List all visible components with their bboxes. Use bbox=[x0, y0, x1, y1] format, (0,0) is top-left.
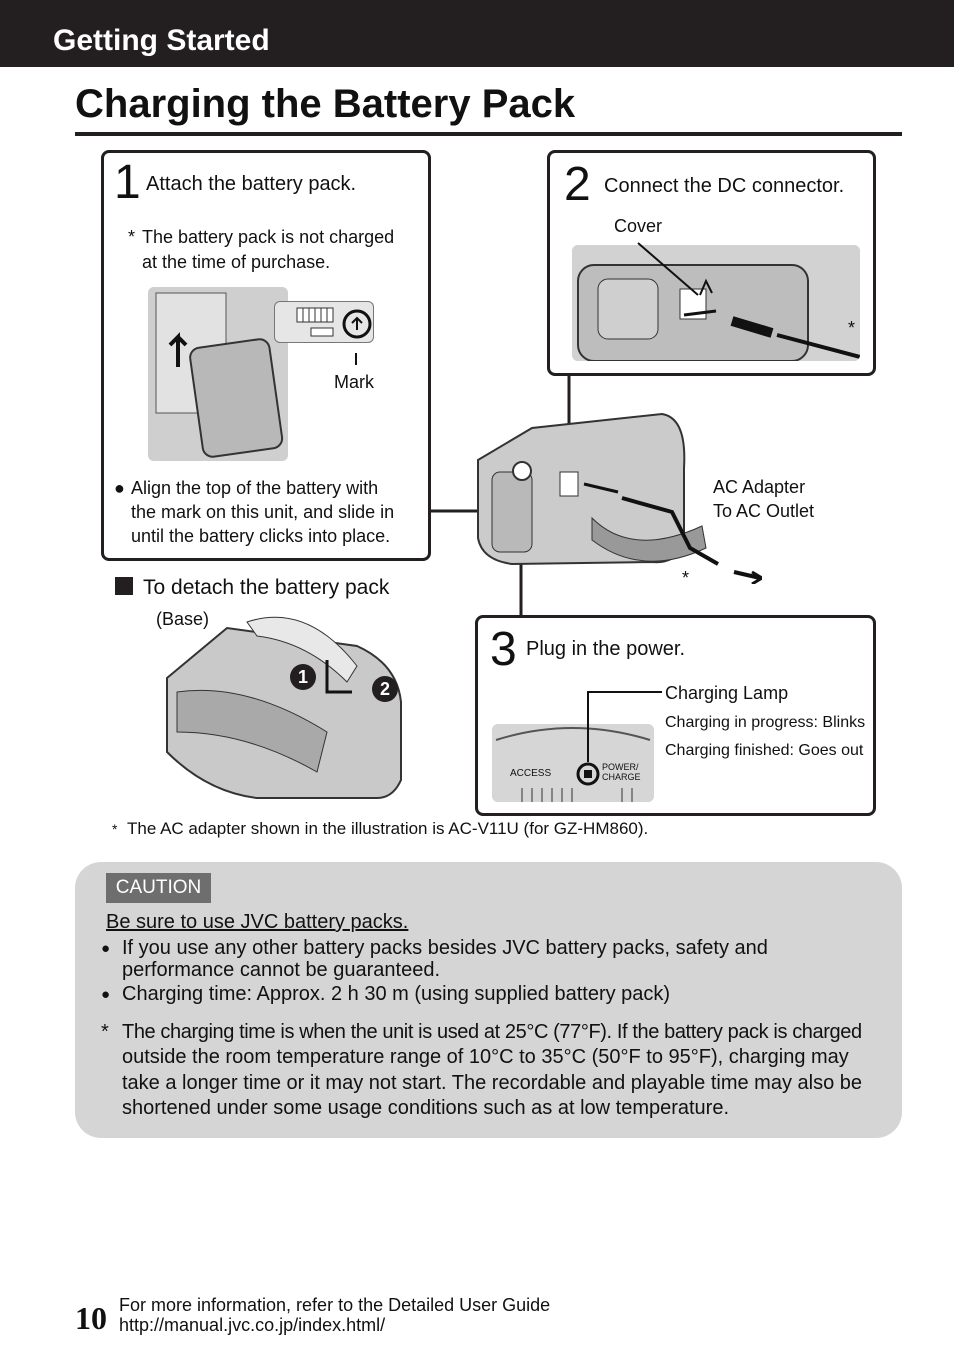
detach-heading: To detach the battery pack bbox=[143, 576, 390, 599]
footnote-star: * bbox=[112, 821, 118, 837]
step1-instruction-2: the mark on this unit, and slide in bbox=[131, 502, 395, 522]
caution-note-line4: shortened under some usage conditions su… bbox=[122, 1097, 730, 1119]
cover-leader-line bbox=[637, 242, 699, 296]
caution-note-line3: take a longer time or it may not start. … bbox=[122, 1072, 863, 1094]
caution-note-line2: outside the room temperature range of 10… bbox=[122, 1046, 849, 1068]
charging-lamp-illustration: ACCESS POWER/ CHARGE bbox=[492, 724, 654, 802]
mark-label: Mark bbox=[334, 372, 374, 392]
detach-illustration: 1 2 bbox=[147, 612, 407, 807]
step1-note-line1: The battery pack is not charged bbox=[142, 227, 395, 247]
caution-tag: CAUTION bbox=[106, 873, 211, 903]
detach-square-icon bbox=[115, 577, 133, 595]
battery-mark-closeup bbox=[274, 301, 374, 343]
caution-item1-line2: performance cannot be guaranteed. bbox=[122, 959, 440, 981]
step2-number: 2 bbox=[564, 158, 591, 211]
caution-item1-line1: If you use any other battery packs besid… bbox=[122, 937, 768, 959]
bullet-icon: ● bbox=[114, 478, 125, 498]
lamp-leader-line bbox=[587, 691, 662, 762]
ac-outlet-label: To AC Outlet bbox=[713, 501, 815, 521]
page-title: Charging the Battery Pack bbox=[75, 82, 576, 126]
power-charge-label: POWER/ CHARGE bbox=[602, 762, 641, 782]
caution-bullet-1: ● bbox=[101, 940, 111, 957]
step1-label: Attach the battery pack. bbox=[146, 173, 357, 195]
caution-heading: Be sure to use JVC battery packs. bbox=[106, 911, 409, 933]
access-label: ACCESS bbox=[510, 768, 552, 779]
footer-reference: For more information, refer to the Detai… bbox=[119, 1295, 550, 1335]
caution-note-line1: The charging time is when the unit is us… bbox=[122, 1021, 862, 1043]
step3-number: 3 bbox=[490, 623, 517, 676]
step1-box: 1 Attach the battery pack. * The battery… bbox=[101, 150, 431, 561]
cover-label: Cover bbox=[614, 216, 663, 236]
footer-line1: For more information, refer to the Detai… bbox=[119, 1295, 551, 1315]
base-label: (Base) bbox=[156, 609, 210, 629]
battery-insert-illustration bbox=[148, 287, 288, 461]
footnote-text: The AC adapter shown in the illustration… bbox=[127, 819, 649, 838]
step3-box: 3 Plug in the power. ACCESS POWER/ CHARG… bbox=[475, 615, 876, 816]
caution-note-star: * bbox=[101, 1021, 109, 1043]
step2-box: 2 Connect the DC connector. Cover * bbox=[547, 150, 876, 376]
step1-note-star: * bbox=[128, 227, 136, 247]
charging-lamp-label: Charging Lamp bbox=[665, 683, 789, 703]
step2-label: Connect the DC connector. bbox=[604, 175, 845, 197]
detach-step1-marker: 1 bbox=[290, 664, 316, 690]
step1-number: 1 bbox=[114, 156, 141, 209]
step3-label: Plug in the power. bbox=[526, 638, 685, 660]
dc-connector-illustration bbox=[572, 245, 860, 361]
step1-instruction-3: until the battery clicks into place. bbox=[131, 526, 391, 546]
section-title: Getting Started bbox=[53, 24, 270, 57]
footer-url[interactable]: http://manual.jvc.co.jp/index.html/ bbox=[119, 1315, 386, 1335]
title-underline bbox=[75, 132, 902, 136]
step2-star: * bbox=[848, 318, 856, 338]
section-header-bar: Getting Started bbox=[0, 0, 954, 67]
charging-status-blinks: Charging in progress: Blinks bbox=[665, 714, 866, 731]
ac-adapter-label: AC Adapter bbox=[713, 477, 806, 497]
mark-leader-line bbox=[355, 353, 357, 365]
detach-step2-marker: 2 bbox=[372, 676, 398, 702]
camcorder-ac-illustration bbox=[472, 408, 762, 584]
caution-item2: Charging time: Approx. 2 h 30 m (using s… bbox=[122, 983, 671, 1005]
page-number: 10 bbox=[75, 1300, 107, 1336]
middle-star: * bbox=[682, 568, 690, 588]
step1-note-line2: at the time of purchase. bbox=[142, 252, 331, 272]
charging-status-goes-out: Charging finished: Goes out bbox=[665, 742, 864, 759]
step1-instruction-1: Align the top of the battery with bbox=[131, 478, 379, 498]
caution-bullet-2: ● bbox=[101, 986, 111, 1003]
caution-panel bbox=[75, 862, 902, 1138]
